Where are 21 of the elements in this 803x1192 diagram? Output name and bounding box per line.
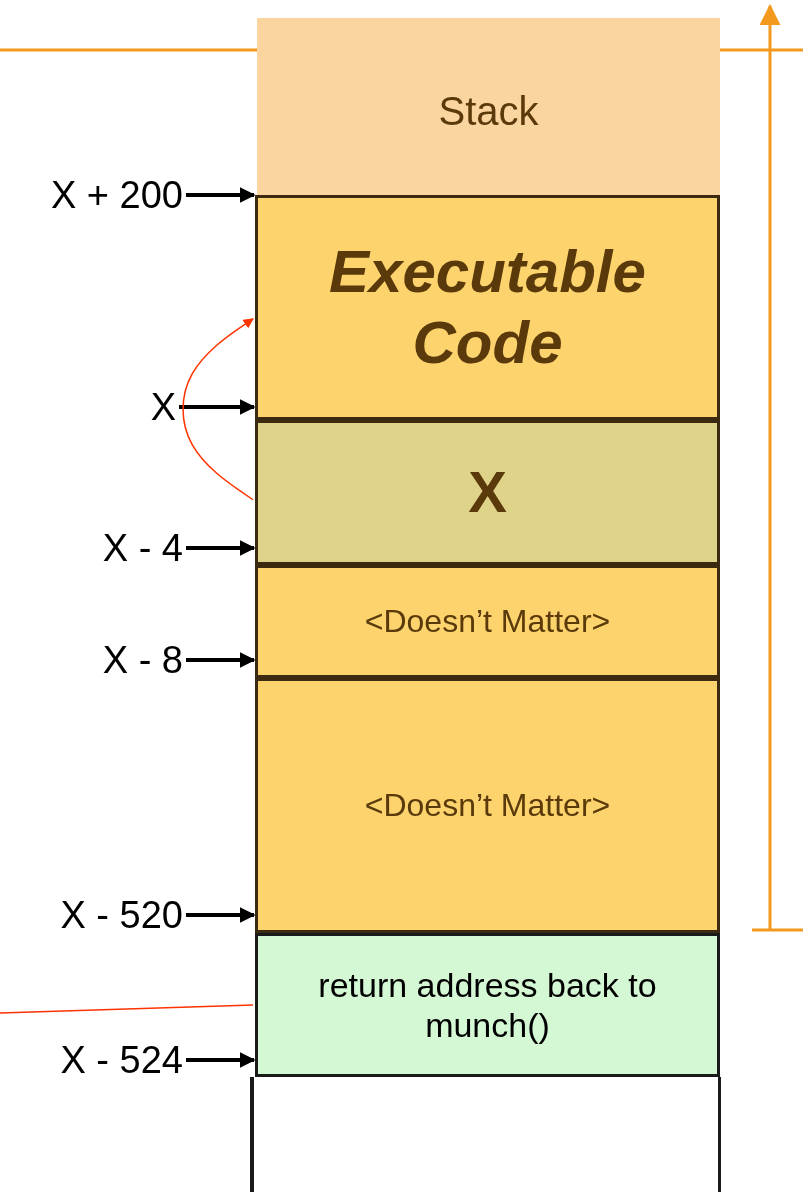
memory-cell: <Doesn’t Matter> [255,678,720,933]
memory-cell: return address back to munch() [255,933,720,1077]
connector-line [0,1004,254,1014]
address-label: X - 520 [60,892,183,938]
arrow [186,907,256,923]
address-label: X [150,384,176,430]
memory-cell: Executable Code [255,195,720,420]
arrow [186,540,256,556]
memory-cell: X [255,420,720,565]
address-label: X - 4 [102,525,183,571]
address-label: X - 524 [60,1037,183,1083]
arrow [186,187,256,203]
memory-cell: <Doesn’t Matter> [255,565,720,678]
arrow [186,1052,256,1068]
arrow [179,399,256,415]
address-label: X - 8 [102,637,183,683]
stack-region: Stack [257,18,720,195]
empty-memory-cell [250,1077,721,1192]
address-label: X + 200 [50,172,183,218]
arrow [182,318,254,501]
arrow [186,652,256,668]
